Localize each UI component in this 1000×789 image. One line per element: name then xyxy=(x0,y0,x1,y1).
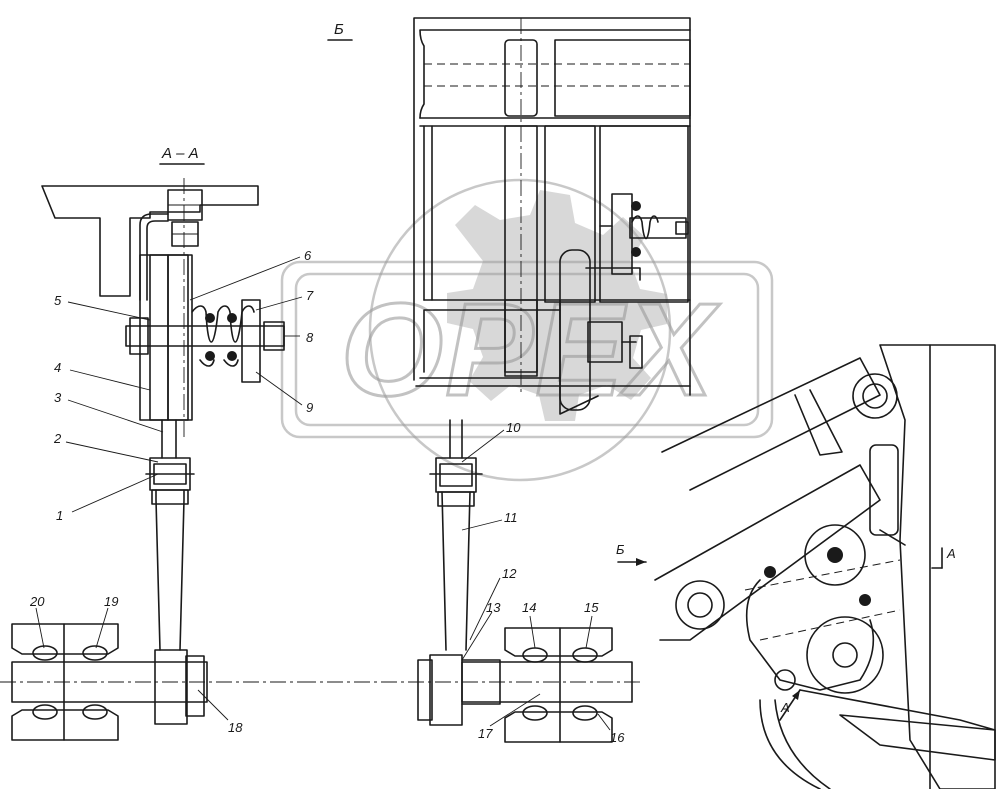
callout-14: 14 xyxy=(522,600,536,615)
callout-5: 5 xyxy=(54,293,62,308)
callout-13: 13 xyxy=(486,600,501,615)
callout-12: 12 xyxy=(502,566,517,581)
side-view: Б А А xyxy=(616,344,996,789)
callout-9: 9 xyxy=(306,400,313,415)
view-b: Б xyxy=(300,17,691,743)
callout-18: 18 xyxy=(228,720,243,735)
callout-1: 1 xyxy=(56,508,63,523)
callout-6: 6 xyxy=(304,248,312,263)
section-aa-title: А – А xyxy=(161,145,199,162)
view-b-direction-label: Б xyxy=(616,542,625,557)
callout-2: 2 xyxy=(53,431,62,446)
callout-17: 17 xyxy=(478,726,493,741)
section-a-top-label: А xyxy=(946,546,956,561)
callout-11: 11 xyxy=(504,510,518,525)
callouts: 1 2 3 4 5 6 7 8 9 10 11 12 13 xyxy=(29,248,625,745)
callout-19: 19 xyxy=(104,594,118,609)
callout-16: 16 xyxy=(610,730,625,745)
callout-10: 10 xyxy=(506,420,521,435)
watermark-text: ОРЕХ xyxy=(341,276,721,423)
view-b-title: Б xyxy=(334,21,344,38)
callout-8: 8 xyxy=(306,330,314,345)
callout-7: 7 xyxy=(306,288,314,303)
callout-3: 3 xyxy=(54,390,62,405)
callout-4: 4 xyxy=(54,360,61,375)
section-a-bottom-label: А xyxy=(780,700,790,715)
callout-15: 15 xyxy=(584,600,599,615)
callout-20: 20 xyxy=(29,594,45,609)
section-aa-view: А – А xyxy=(0,145,300,741)
